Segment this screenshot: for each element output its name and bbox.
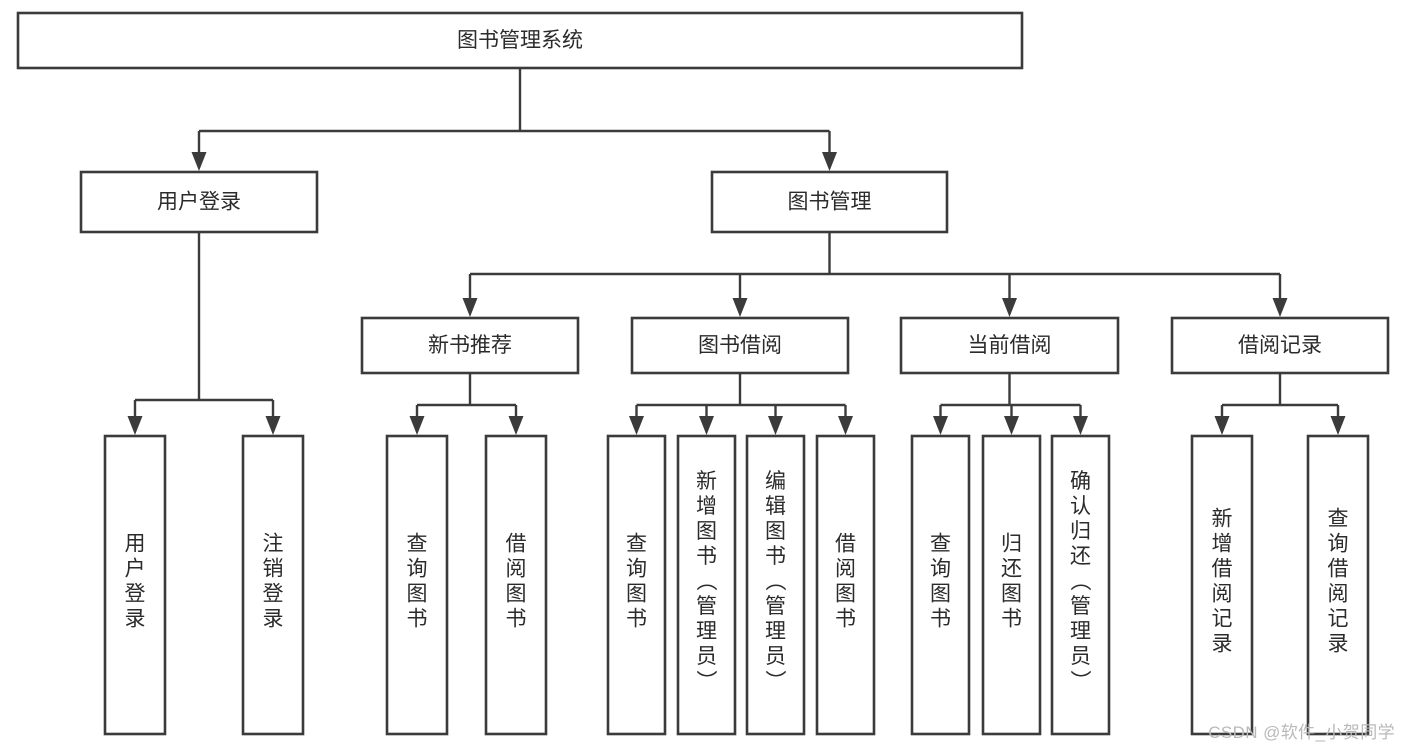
node-box: [1170, 316, 1390, 375]
node-box: [1050, 434, 1111, 736]
node-label: 新增借阅记录: [1212, 508, 1233, 656]
node-label: 查询图书: [626, 533, 647, 631]
node-box: [676, 434, 737, 736]
node-current-borrow[interactable]: 当前借阅: [899, 316, 1120, 375]
node-label: 确认归还（管理员）: [1070, 470, 1092, 693]
node-label: 编辑图书（管理员）: [765, 470, 787, 693]
node-box: [745, 434, 806, 736]
node-leaf-edit-book[interactable]: 编辑图书（管理员）: [745, 434, 806, 736]
arrowhead-icon: [191, 152, 207, 171]
arrowhead-icon: [822, 152, 837, 171]
node-label: 新增图书（管理员）: [696, 470, 718, 693]
node-box: [815, 434, 876, 736]
arrowhead-icon: [933, 416, 948, 435]
node-box: [910, 434, 971, 736]
node-box: [606, 434, 667, 736]
node-box: [1190, 434, 1254, 736]
arrowhead-icon: [629, 416, 644, 435]
csdn-watermark: CSDN @软件_小贺同学: [1208, 723, 1395, 742]
node-root[interactable]: 图书管理系统: [16, 11, 1024, 70]
node-leaf-query-book-3[interactable]: 查询图书: [910, 434, 971, 736]
node-leaf-confirm-return[interactable]: 确认归还（管理员）: [1050, 434, 1111, 736]
arrowhead-icon: [1002, 298, 1017, 317]
node-box: [16, 11, 1024, 70]
node-box: [1306, 434, 1370, 736]
node-label: 注销登录: [263, 533, 284, 631]
node-label: 归还图书: [1001, 533, 1022, 631]
node-label: 借阅图书: [506, 533, 527, 631]
node-leaf-user-login[interactable]: 用户登录: [103, 434, 167, 736]
node-label: 当前借阅: [968, 334, 1052, 357]
node-leaf-logout[interactable]: 注销登录: [241, 434, 305, 736]
node-label: 用户登录: [125, 533, 146, 631]
node-label: 借阅图书: [835, 533, 856, 631]
nodes-layer: 图书管理系统用户登录图书管理新书推荐图书借阅当前借阅借阅记录用户登录注销登录查询…: [16, 11, 1390, 736]
node-box: [103, 434, 167, 736]
node-user-login[interactable]: 用户登录: [79, 170, 319, 234]
node-label: 用户登录: [157, 191, 241, 214]
node-book-borrow[interactable]: 图书借阅: [630, 316, 850, 375]
node-new-book-rec[interactable]: 新书推荐: [360, 316, 580, 375]
arrowhead-icon: [462, 298, 478, 317]
arrowhead-icon: [1073, 416, 1088, 435]
node-label: 查询图书: [930, 533, 951, 631]
node-leaf-query-record[interactable]: 查询借阅记录: [1306, 434, 1370, 736]
arrowhead-icon: [127, 416, 143, 435]
node-box: [360, 316, 580, 375]
node-label: 查询图书: [407, 533, 428, 631]
node-label: 图书管理: [788, 191, 872, 214]
node-box: [630, 316, 850, 375]
arrowhead-icon: [1330, 416, 1346, 435]
node-leaf-borrow-book-2[interactable]: 借阅图书: [815, 434, 876, 736]
arrowhead-icon: [768, 416, 783, 435]
node-label: 新书推荐: [428, 334, 512, 357]
node-book-manage[interactable]: 图书管理: [710, 170, 949, 234]
node-box: [899, 316, 1120, 375]
node-leaf-return-book[interactable]: 归还图书: [981, 434, 1042, 736]
node-leaf-query-book-1[interactable]: 查询图书: [385, 434, 449, 736]
arrowhead-icon: [732, 298, 748, 317]
node-label: 图书管理系统: [457, 29, 583, 52]
arrowhead-icon: [1214, 416, 1230, 435]
node-label: 图书借阅: [698, 334, 782, 357]
arrowhead-icon: [409, 416, 425, 435]
arrowhead-icon: [699, 416, 714, 435]
node-leaf-query-book-2[interactable]: 查询图书: [606, 434, 667, 736]
node-box: [385, 434, 449, 736]
node-borrow-record[interactable]: 借阅记录: [1170, 316, 1390, 375]
arrowhead-icon: [265, 416, 281, 435]
arrowhead-icon: [1272, 298, 1288, 317]
node-leaf-add-book[interactable]: 新增图书（管理员）: [676, 434, 737, 736]
node-box: [79, 170, 319, 234]
arrowhead-icon: [838, 416, 853, 435]
node-box: [241, 434, 305, 736]
node-label: 借阅记录: [1238, 334, 1322, 357]
node-leaf-add-record[interactable]: 新增借阅记录: [1190, 434, 1254, 736]
edges-layer: [127, 68, 1346, 435]
node-box: [484, 434, 548, 736]
node-label: 查询借阅记录: [1328, 508, 1349, 656]
arrowhead-icon: [508, 416, 524, 435]
node-leaf-borrow-book-1[interactable]: 借阅图书: [484, 434, 548, 736]
node-box: [981, 434, 1042, 736]
arrowhead-icon: [1004, 416, 1019, 435]
node-box: [710, 170, 949, 234]
